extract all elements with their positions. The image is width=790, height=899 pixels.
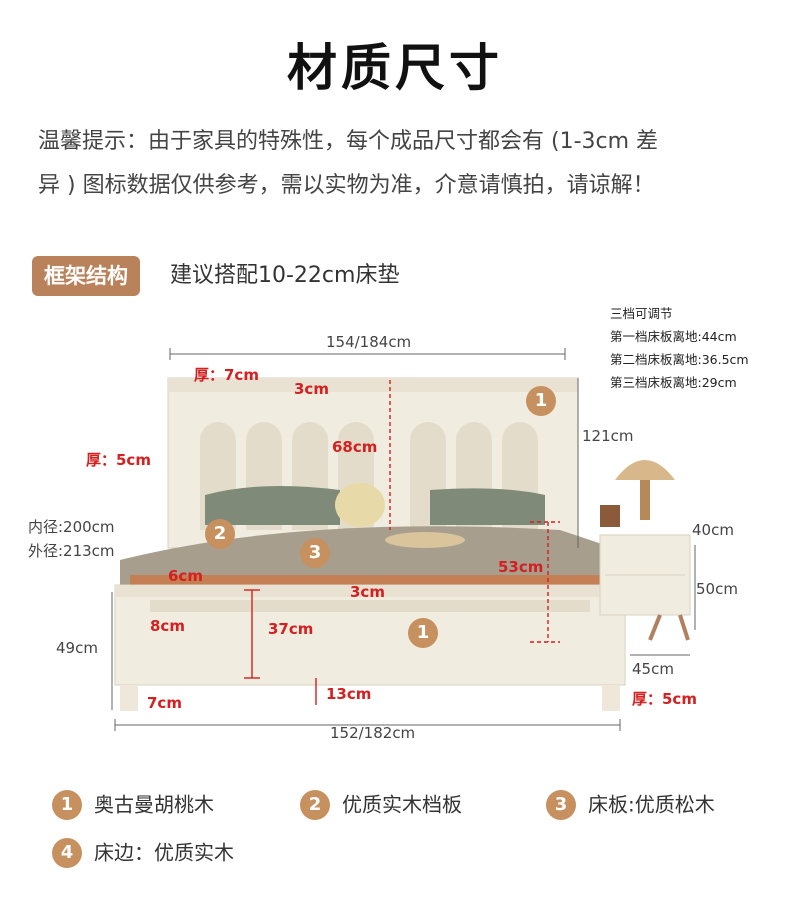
adjust-level-2: 第二档床板离地:36.5cm xyxy=(610,352,749,367)
badge-headboard: 1 xyxy=(526,386,556,416)
material-label: 床板:优质松木 xyxy=(588,792,715,817)
adjust-title: 三档可调节 xyxy=(610,306,673,321)
material-item-3: 3 床板:优质松木 xyxy=(546,788,715,820)
lamp-shape xyxy=(615,460,675,480)
foot-3cm-label: 3cm xyxy=(350,583,385,601)
foot-8cm-label: 8cm xyxy=(150,617,185,635)
material-num: 1 xyxy=(52,789,82,820)
outer-length-label: 外径:213cm xyxy=(28,542,115,560)
mattress-tip: 建议搭配10-22cm床垫 xyxy=(170,263,400,288)
nightstand-40cm-label: 40cm xyxy=(692,521,734,539)
bottom-width-label: 152/182cm xyxy=(330,724,416,742)
material-item-2: 2 优质实木档板 xyxy=(300,788,462,820)
head-top-3cm-label: 3cm xyxy=(294,380,329,398)
foot-49cm-label: 49cm xyxy=(56,639,98,657)
board-53cm-label: 53cm xyxy=(498,558,544,576)
material-num: 3 xyxy=(546,789,576,820)
material-item-1: 1 奥古曼胡桃木 xyxy=(52,788,214,820)
notice-text: 温馨提示：由于家具的特殊性，每个成品尺寸都会有 (1-3cm 差 异 ) 图标数… xyxy=(38,120,758,208)
foot-37cm-label: 37cm xyxy=(268,620,314,638)
page-title: 材质尺寸 xyxy=(287,39,503,97)
nightstand-45cm-label: 45cm xyxy=(632,660,674,678)
material-num: 2 xyxy=(300,789,330,820)
badge-footboard: 1 xyxy=(408,618,438,648)
rail-6cm-label: 6cm xyxy=(168,567,203,585)
material-label: 奥古曼胡桃木 xyxy=(94,792,214,817)
bed-illustration xyxy=(111,348,696,731)
top-width-label: 154/184cm xyxy=(326,333,412,351)
adjust-level-3: 第三档床板离地:29cm xyxy=(610,375,737,390)
head-121cm-label: 121cm xyxy=(582,427,634,445)
leg-7cm-label: 7cm xyxy=(147,694,182,712)
head-thickness-label: 厚：7cm xyxy=(194,366,259,384)
material-num: 4 xyxy=(52,837,82,868)
badge-slats: 3 xyxy=(300,538,330,568)
notice-line-1: 温馨提示：由于家具的特殊性，每个成品尺寸都会有 (1-3cm 差 xyxy=(38,129,659,154)
clearance-13cm-label: 13cm xyxy=(326,685,372,703)
nightstand-50cm-label: 50cm xyxy=(696,580,738,598)
notice-line-2: 异 ) 图标数据仅供参考，需以实物为准，介意请慎拍，请谅解！ xyxy=(38,173,655,198)
side-thickness-label: 厚：5cm xyxy=(86,451,151,469)
material-item-4: 4 床边：优质实木 xyxy=(52,836,234,868)
adjust-level-1: 第一档床板离地:44cm xyxy=(610,329,737,344)
leg-thickness-label: 厚：5cm xyxy=(632,690,697,708)
material-label: 床边：优质实木 xyxy=(94,840,234,865)
badge-side-panel: 2 xyxy=(205,519,235,549)
head-68cm-label: 68cm xyxy=(332,438,378,456)
inner-length-label: 内径:200cm xyxy=(28,518,115,536)
frame-structure-badge: 框架结构 xyxy=(32,256,140,296)
material-label: 优质实木档板 xyxy=(342,792,462,817)
adjust-levels: 三档可调节 第一档床板离地:44cm 第二档床板离地:36.5cm 第三档床板离… xyxy=(610,302,749,394)
